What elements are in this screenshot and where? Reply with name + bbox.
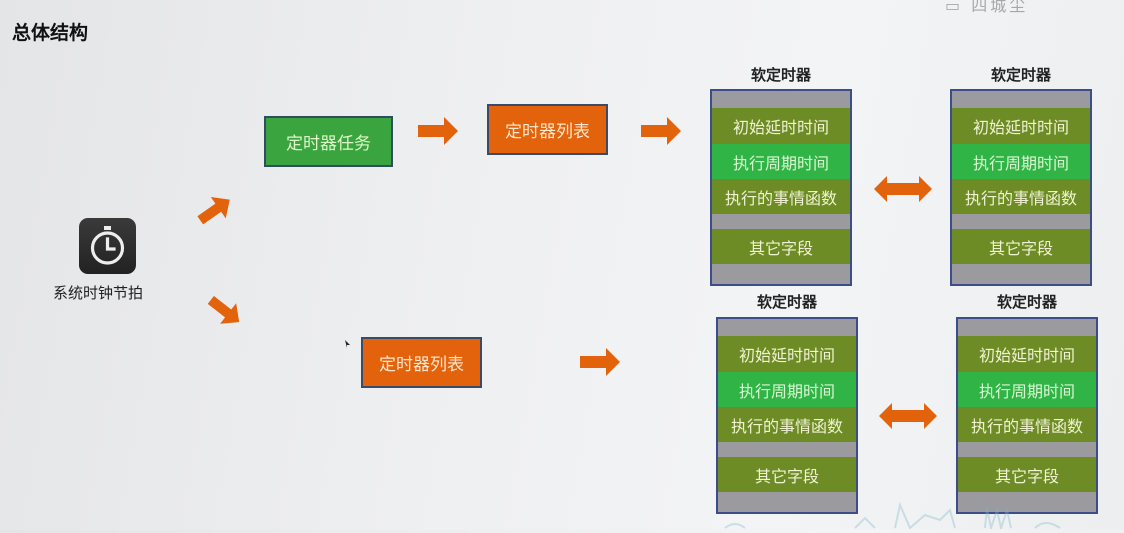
field-initial-delay: 初始延时时间 <box>718 336 856 372</box>
timer-list-box-bottom: 定时器列表 <box>361 337 482 388</box>
field-period: 执行周期时间 <box>718 372 856 407</box>
brand-logo: ▭ 四城尘 <box>945 0 1029 15</box>
double-arrow-icon <box>879 403 937 429</box>
soft-timer-title: 软定时器 <box>750 66 811 84</box>
stopwatch-icon <box>79 218 136 274</box>
soft-timer-title: 软定时器 <box>756 293 817 311</box>
arrow-right-icon <box>580 348 620 376</box>
field-other: 其它字段 <box>712 229 850 264</box>
field-callback: 执行的事情函数 <box>958 407 1096 442</box>
field-period: 执行周期时间 <box>712 144 850 179</box>
watermark-decoration <box>715 500 1115 533</box>
timer-task-box: 定时器任务 <box>264 116 393 167</box>
soft-timer-block: 初始延时时间 执行周期时间 执行的事情函数 其它字段 <box>716 317 858 514</box>
arrow-up-right-icon <box>195 192 235 228</box>
field-other: 其它字段 <box>952 229 1090 264</box>
timer-list-box-top: 定时器列表 <box>487 104 608 155</box>
arrow-down-right-icon <box>204 292 246 330</box>
arrow-right-icon <box>641 117 681 145</box>
soft-timer-block: 初始延时时间 执行周期时间 执行的事情函数 其它字段 <box>710 89 852 286</box>
double-arrow-icon <box>874 176 932 202</box>
field-other: 其它字段 <box>718 457 856 492</box>
mouse-cursor-icon <box>345 333 351 348</box>
field-initial-delay: 初始延时时间 <box>952 108 1090 144</box>
arrow-right-icon <box>418 117 458 145</box>
system-clock-tick-label: 系统时钟节拍 <box>53 284 144 302</box>
soft-timer-title: 软定时器 <box>996 293 1057 311</box>
field-callback: 执行的事情函数 <box>712 179 850 214</box>
field-callback: 执行的事情函数 <box>718 407 856 442</box>
field-initial-delay: 初始延时时间 <box>712 108 850 144</box>
field-period: 执行周期时间 <box>952 144 1090 179</box>
field-callback: 执行的事情函数 <box>952 179 1090 214</box>
soft-timer-block: 初始延时时间 执行周期时间 执行的事情函数 其它字段 <box>950 89 1092 286</box>
field-period: 执行周期时间 <box>958 372 1096 407</box>
soft-timer-block: 初始延时时间 执行周期时间 执行的事情函数 其它字段 <box>956 317 1098 514</box>
field-other: 其它字段 <box>958 457 1096 492</box>
soft-timer-title: 软定时器 <box>990 66 1051 84</box>
field-initial-delay: 初始延时时间 <box>958 336 1096 372</box>
slide-title: 总体结构 <box>12 22 89 44</box>
